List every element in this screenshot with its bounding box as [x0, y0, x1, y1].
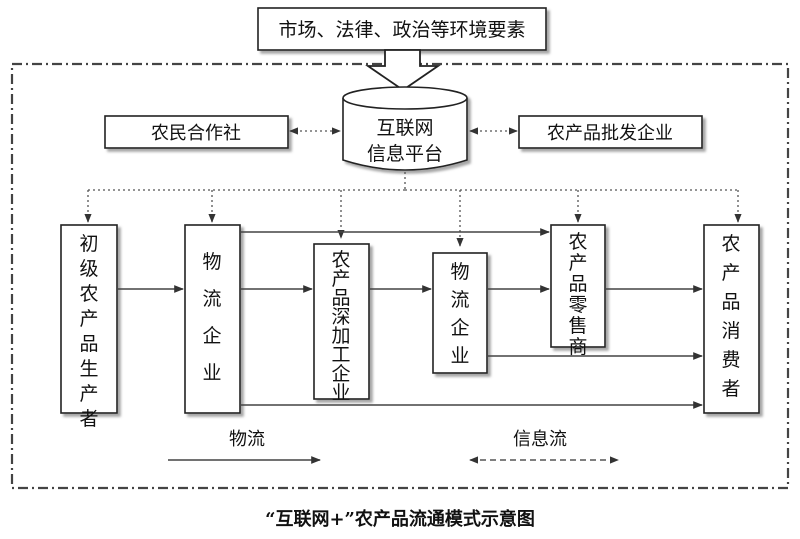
- environment-label: 市场、法律、政治等环境要素: [278, 19, 525, 41]
- logistics1-box: [184, 224, 241, 414]
- producer-box: [60, 224, 118, 414]
- platform-label-line2: 信息平台: [367, 143, 443, 165]
- retail-label: 农产品零售商: [568, 231, 587, 358]
- consumer-label: 农产品消费者: [721, 233, 740, 400]
- platform-cylinder: [342, 86, 468, 171]
- processing-label: 农产品深加工企业: [331, 249, 350, 404]
- cooperative-box: [104, 115, 289, 149]
- environment-arrow: [365, 49, 441, 92]
- processing-box: [313, 243, 370, 400]
- wholesale-box: [518, 115, 703, 149]
- cooperative-label: 农民合作社: [151, 123, 241, 144]
- legend-logistics-label: 物流: [229, 429, 265, 450]
- producer-label: 初级农产品生产者: [79, 233, 98, 430]
- logistics2-label: 物流企业: [450, 261, 469, 367]
- wholesale-label: 农产品批发企业: [547, 123, 673, 144]
- consumer-box: [703, 224, 760, 414]
- logistics2-box: [432, 252, 488, 374]
- legend-information-label: 信息流: [513, 429, 567, 450]
- retail-box: [550, 224, 606, 348]
- platform-label-line1: 互联网: [376, 117, 433, 139]
- logistics1-label: 物流企业: [202, 251, 221, 384]
- diagram-caption: “互联网+”农产品流通模式示意图: [265, 508, 535, 530]
